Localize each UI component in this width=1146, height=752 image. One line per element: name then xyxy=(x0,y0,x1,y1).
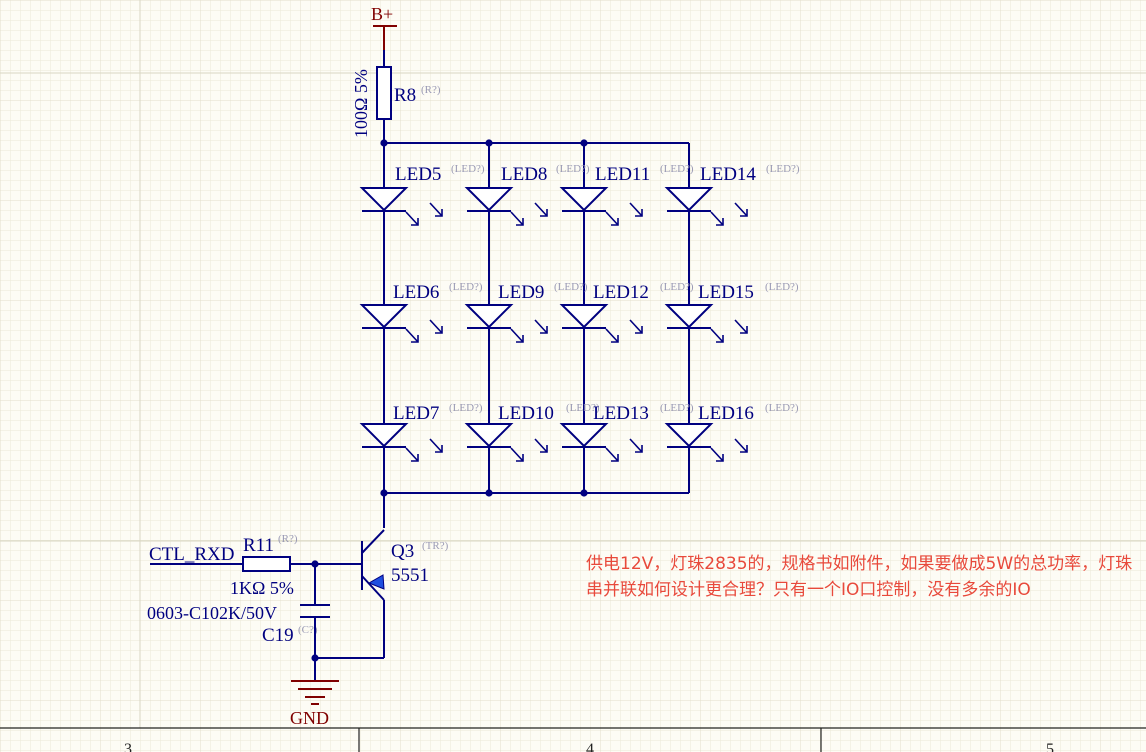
led16-designator: LED16 xyxy=(698,403,754,424)
led5-designator: LED5 xyxy=(395,164,441,185)
r11-tag: (R?) xyxy=(278,533,298,545)
led5-tag: (LED?) xyxy=(451,163,485,175)
led14-tag: (LED?) xyxy=(766,163,800,175)
led-led7[interactable]: LED7 (LED?) xyxy=(361,402,483,462)
led11-designator: LED11 xyxy=(595,164,650,185)
net-label-text: CTL_RXD xyxy=(149,544,235,565)
led7-designator: LED7 xyxy=(393,403,439,424)
led-led6[interactable]: LED6 (LED?) xyxy=(361,281,483,343)
led15-tag: (LED?) xyxy=(765,281,799,293)
led-led9[interactable]: LED9 (LED?) xyxy=(466,281,588,343)
led15-designator: LED15 xyxy=(698,282,754,303)
power-label-b-plus: B+ xyxy=(371,4,393,24)
sheet-border: 3 4 5 xyxy=(0,727,1146,752)
led-led15[interactable]: LED15 (LED?) xyxy=(666,281,799,343)
led9-designator: LED9 xyxy=(498,282,544,303)
led16-tag: (LED?) xyxy=(765,402,799,414)
led11-tag: (LED?) xyxy=(660,163,694,175)
led12-tag: (LED?) xyxy=(660,281,694,293)
led-led10[interactable]: LED10 (LED?) xyxy=(466,402,600,462)
transistor-q3[interactable]: Q3 (TR?) 5551 xyxy=(361,529,449,601)
led13-tag: (LED?) xyxy=(660,402,694,414)
q3-designator: Q3 xyxy=(391,541,414,562)
r11-designator: R11 xyxy=(243,535,274,556)
led13-designator: LED13 xyxy=(593,403,649,424)
led10-designator: LED10 xyxy=(498,403,554,424)
c19-tag: (C?) xyxy=(298,624,318,636)
resistor-r11[interactable]: R11 (R?) 1KΩ 5% xyxy=(230,533,298,598)
led-led16[interactable]: LED16 (LED?) xyxy=(666,402,799,462)
led10-tag: (LED?) xyxy=(566,402,600,414)
c19-designator: C19 xyxy=(262,625,294,646)
r8-value: 100Ω 5% xyxy=(351,69,371,138)
led-array: LED5 (LED?) LED6 (LED?) LED7 (LED?) LED8… xyxy=(361,163,800,462)
led-led12[interactable]: LED12 (LED?) xyxy=(561,281,694,343)
c19-value: 0603-C102K/50V xyxy=(147,603,277,623)
led-led11[interactable]: LED11 (LED?) xyxy=(561,163,694,226)
led-led13[interactable]: LED13 (LED?) xyxy=(561,402,694,462)
q3-value: 5551 xyxy=(391,565,429,586)
r8-tag: (R?) xyxy=(421,84,441,96)
led-led5[interactable]: LED5 (LED?) xyxy=(361,163,485,226)
q3-tag: (TR?) xyxy=(422,540,449,552)
power-port-b-plus[interactable]: B+ xyxy=(371,4,397,50)
r8-designator: R8 xyxy=(394,85,416,106)
question-annotation: 供电12V，灯珠2835的，规格书如附件，如果要做成5W的总功率，灯珠串并联如何… xyxy=(586,554,1133,600)
led6-designator: LED6 xyxy=(393,282,439,303)
led9-tag: (LED?) xyxy=(554,281,588,293)
led12-designator: LED12 xyxy=(593,282,649,303)
led8-tag: (LED?) xyxy=(556,163,590,175)
zone-label-3: 3 xyxy=(124,741,132,752)
zone-label-4: 4 xyxy=(586,741,594,752)
r11-value: 1KΩ 5% xyxy=(230,578,294,598)
led-led14[interactable]: LED14 (LED?) xyxy=(666,163,800,226)
net-label-ctl-rxd[interactable]: CTL_RXD xyxy=(149,544,235,565)
capacitor-c19[interactable]: 0603-C102K/50V C19 (C?) xyxy=(147,603,330,646)
led7-tag: (LED?) xyxy=(449,402,483,414)
ground-label: GND xyxy=(290,708,329,728)
led6-tag: (LED?) xyxy=(449,281,483,293)
zone-label-5: 5 xyxy=(1046,741,1054,752)
power-port-gnd[interactable]: GND xyxy=(290,680,339,728)
junction-dots xyxy=(311,139,588,662)
led8-designator: LED8 xyxy=(501,164,547,185)
led14-designator: LED14 xyxy=(700,164,756,185)
led-led8[interactable]: LED8 (LED?) xyxy=(466,163,590,226)
